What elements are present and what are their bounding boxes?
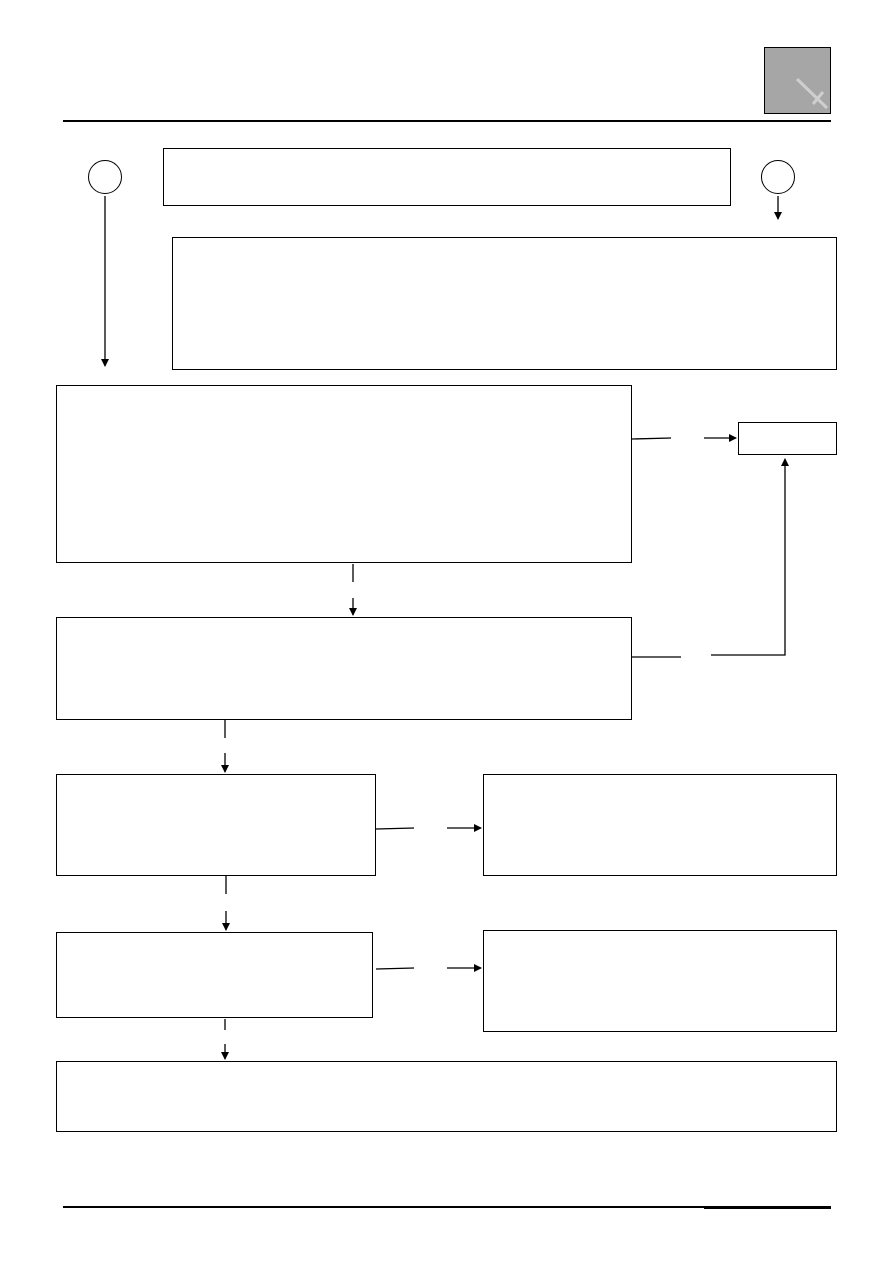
cross-mark-icon — [795, 77, 829, 110]
title-box — [163, 148, 731, 206]
step-3-alt-box — [483, 774, 837, 876]
footer-rule-accent — [704, 1207, 831, 1209]
step-3-box — [56, 774, 376, 876]
final-box — [56, 1061, 837, 1132]
line-step-3-out — [375, 827, 415, 830]
line-step-4-out — [375, 967, 415, 970]
entry-connector-left — [88, 160, 122, 194]
step-1-box — [56, 385, 632, 563]
entry-connector-right — [761, 160, 795, 194]
footer-rule — [63, 1206, 831, 1208]
arrow-step-2-to-result — [711, 458, 789, 656]
line-step-1-out — [631, 437, 672, 440]
intro-box — [172, 237, 837, 370]
header-rule — [63, 120, 831, 122]
section-tab — [764, 47, 831, 114]
result-box — [738, 422, 837, 455]
step-2-box — [56, 617, 632, 720]
step-4-alt-box — [483, 930, 837, 1032]
step-4-box — [56, 932, 373, 1018]
